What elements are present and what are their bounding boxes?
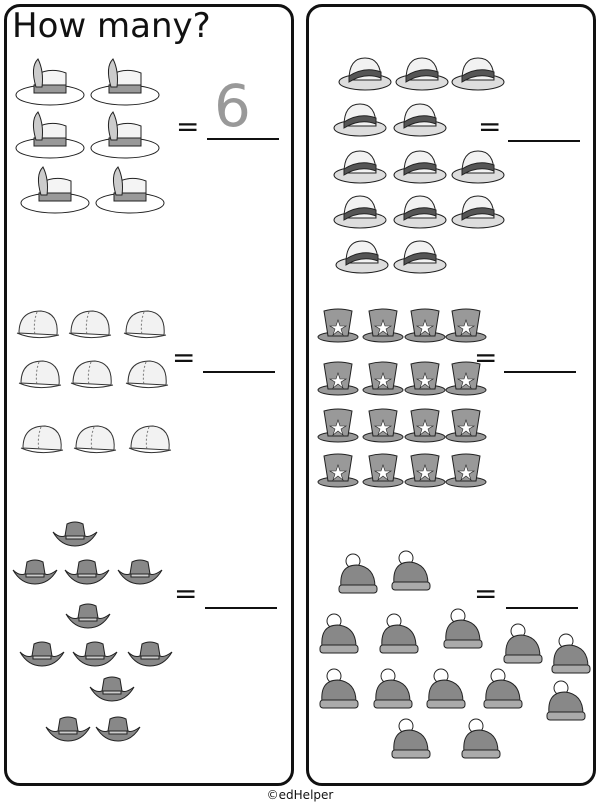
winter-beanie-icon bbox=[376, 613, 420, 661]
baseball-cap-icon bbox=[17, 357, 63, 397]
top-hat-icon bbox=[316, 452, 360, 492]
baseball-cap-icon bbox=[72, 422, 118, 462]
right-panel bbox=[306, 4, 596, 786]
cowboy-hat-icon bbox=[116, 558, 164, 592]
cowboy-hat-icon bbox=[44, 715, 92, 749]
winter-beanie-icon bbox=[388, 718, 432, 766]
winter-beanie-icon bbox=[480, 668, 524, 716]
top-hat-icon bbox=[316, 360, 360, 400]
bowler-hat-icon bbox=[337, 52, 393, 96]
answer-line-3[interactable] bbox=[205, 607, 277, 609]
winter-beanie-icon bbox=[335, 553, 379, 601]
equals-sign-2: = bbox=[172, 341, 196, 374]
top-hat-icon bbox=[444, 307, 488, 347]
winter-beanie-icon bbox=[500, 623, 544, 671]
cowboy-hat-icon bbox=[64, 602, 112, 636]
cowboy-hat-icon bbox=[71, 640, 119, 674]
bowler-hat-icon bbox=[334, 235, 390, 279]
bowler-hat-icon bbox=[392, 145, 448, 189]
baseball-cap-icon bbox=[124, 357, 170, 397]
top-hat-icon bbox=[361, 360, 405, 400]
winter-beanie-icon bbox=[423, 668, 467, 716]
left-panel bbox=[4, 4, 294, 786]
bowler-hat-icon bbox=[332, 98, 388, 142]
cowboy-hat-icon bbox=[88, 675, 136, 709]
page-title: How many? bbox=[12, 6, 211, 46]
answer-line-6[interactable] bbox=[506, 607, 578, 609]
top-hat-icon bbox=[361, 307, 405, 347]
cowboy-hat-icon bbox=[18, 640, 66, 674]
answer-line-5[interactable] bbox=[504, 371, 576, 373]
feather-hat-icon bbox=[89, 57, 161, 111]
feather-hat-icon bbox=[89, 110, 161, 164]
answer-line-1[interactable] bbox=[207, 138, 279, 140]
answer-line-4[interactable] bbox=[508, 140, 580, 142]
winter-beanie-icon bbox=[370, 668, 414, 716]
top-hat-icon bbox=[444, 407, 488, 447]
baseball-cap-icon bbox=[127, 422, 173, 462]
baseball-cap-icon bbox=[19, 422, 65, 462]
equals-sign-4: = bbox=[478, 110, 502, 143]
answer-line-2[interactable] bbox=[203, 371, 275, 373]
top-hat-icon bbox=[403, 452, 447, 492]
cowboy-hat-icon bbox=[126, 640, 174, 674]
bowler-hat-icon bbox=[332, 145, 388, 189]
cowboy-hat-icon bbox=[11, 558, 59, 592]
top-hat-icon bbox=[361, 452, 405, 492]
bowler-hat-icon bbox=[392, 98, 448, 142]
top-hat-icon bbox=[403, 307, 447, 347]
top-hat-icon bbox=[444, 360, 488, 400]
winter-beanie-icon bbox=[316, 668, 360, 716]
bowler-hat-icon bbox=[394, 52, 450, 96]
top-hat-icon bbox=[316, 307, 360, 347]
baseball-cap-icon bbox=[15, 307, 61, 347]
winter-beanie-icon bbox=[388, 550, 432, 598]
bowler-hat-icon bbox=[332, 190, 388, 234]
winter-beanie-icon bbox=[440, 608, 484, 656]
feather-hat-icon bbox=[19, 165, 91, 219]
winter-beanie-icon bbox=[316, 613, 360, 661]
feather-hat-icon bbox=[94, 165, 166, 219]
feather-hat-icon bbox=[14, 57, 86, 111]
equals-sign-5: = bbox=[474, 341, 498, 374]
cowboy-hat-icon bbox=[94, 715, 142, 749]
baseball-cap-icon bbox=[67, 307, 113, 347]
top-hat-icon bbox=[361, 407, 405, 447]
top-hat-icon bbox=[403, 407, 447, 447]
baseball-cap-icon bbox=[122, 307, 168, 347]
equals-sign-3: = bbox=[174, 577, 198, 610]
bowler-hat-icon bbox=[450, 52, 506, 96]
cowboy-hat-icon bbox=[51, 520, 99, 554]
equals-sign-1: = bbox=[176, 110, 200, 143]
top-hat-icon bbox=[403, 360, 447, 400]
baseball-cap-icon bbox=[69, 357, 115, 397]
winter-beanie-icon bbox=[458, 718, 502, 766]
cowboy-hat-icon bbox=[63, 558, 111, 592]
bowler-hat-icon bbox=[450, 190, 506, 234]
top-hat-icon bbox=[444, 452, 488, 492]
winter-beanie-icon bbox=[543, 680, 587, 728]
bowler-hat-icon bbox=[392, 190, 448, 234]
equals-sign-6: = bbox=[474, 577, 498, 610]
feather-hat-icon bbox=[14, 110, 86, 164]
bowler-hat-icon bbox=[392, 235, 448, 279]
top-hat-icon bbox=[316, 407, 360, 447]
bowler-hat-icon bbox=[450, 145, 506, 189]
answer-1: 6 bbox=[214, 72, 251, 140]
winter-beanie-icon bbox=[548, 633, 592, 681]
footer-credit: ©edHelper bbox=[266, 788, 334, 802]
